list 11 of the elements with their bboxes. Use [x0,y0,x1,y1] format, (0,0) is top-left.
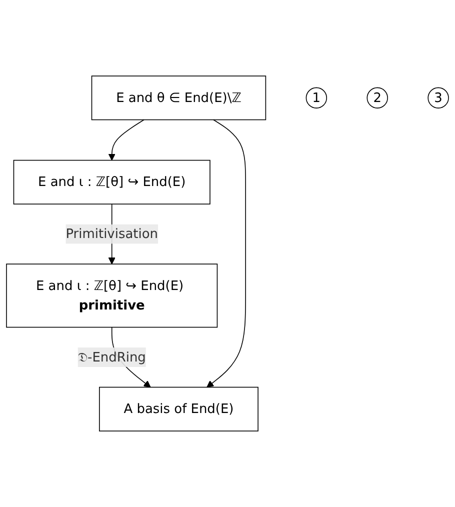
node-circle: 2 [366,87,388,108]
edge-label: 𝔇-EndRing [78,349,146,365]
node-box: A basis of End(E) [99,386,258,432]
node-circle: 3 [428,87,449,108]
node-box: E and ι : ℤ[θ] ↪ End(E) [13,160,210,204]
edge-label: Primitivisation [66,226,158,242]
node-circle: 1 [306,87,328,108]
node-box: E and θ ∈ End(E)\ℤ [91,76,266,120]
node-box: E and ι : ℤ[θ] ↪ End(E) primitive [6,264,218,328]
arrow [108,119,144,161]
arrow [206,119,246,388]
